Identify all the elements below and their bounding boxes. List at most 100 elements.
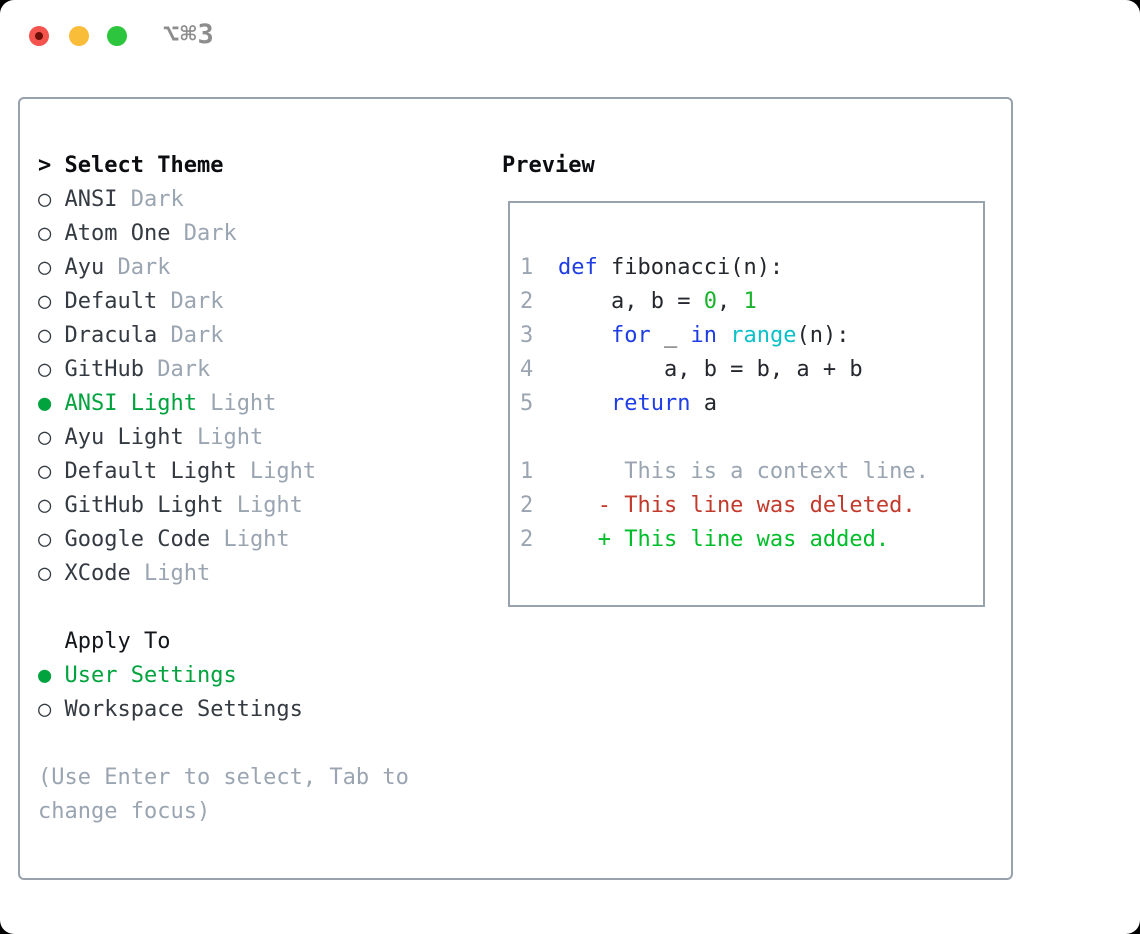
apply-option-label: Workspace Settings — [64, 697, 303, 722]
line-content: + This line was added. — [558, 527, 890, 552]
line-number: 3 — [520, 323, 534, 348]
line-number: 2 — [520, 493, 534, 518]
diff-line: 2 - This line was deleted. — [520, 489, 983, 523]
theme-option[interactable]: ● ANSI Light Light — [38, 387, 488, 421]
radio-icon: ○ — [38, 697, 65, 722]
theme-selector-panel: > Select Theme ○ ANSI Dark○ Atom One Dar… — [18, 97, 1013, 880]
code-line: 3 for _ in range(n): — [520, 319, 983, 353]
line-content: def fibonacci(n): — [558, 255, 784, 280]
radio-icon: ○ — [38, 187, 65, 212]
line-number: 1 — [520, 459, 534, 484]
code-line: 1 def fibonacci(n): — [520, 251, 983, 285]
radio-icon: ○ — [38, 527, 65, 552]
line-content: a, b = 0, 1 — [558, 289, 757, 314]
code-line: 5 return a — [520, 387, 983, 421]
theme-name: ANSI Light — [64, 391, 197, 416]
theme-variant: Dark — [157, 323, 224, 348]
apply-option-label: User Settings — [64, 663, 237, 688]
theme-variant: Light — [183, 425, 264, 450]
preview-header: Preview — [502, 153, 595, 178]
theme-name: Ayu — [64, 255, 105, 280]
line-number: 2 — [520, 527, 534, 552]
select-theme-header: > Select Theme — [38, 149, 488, 183]
line-content: - This line was deleted. — [558, 493, 916, 518]
theme-option[interactable]: ○ Google Code Light — [38, 523, 488, 557]
spacer — [520, 421, 983, 455]
theme-name: Google Code — [64, 527, 211, 552]
theme-option[interactable]: ○ Dracula Dark — [38, 319, 488, 353]
maximize-button[interactable] — [107, 26, 127, 46]
diff-line: 1 This is a context line. — [520, 455, 983, 489]
theme-option[interactable]: ○ Ayu Light Light — [38, 421, 488, 455]
theme-variant: Light — [223, 493, 303, 518]
theme-variant: Light — [210, 527, 290, 552]
theme-name: Atom One — [64, 221, 171, 246]
spacer — [38, 591, 488, 625]
theme-variant: Dark — [117, 187, 184, 212]
line-number: 2 — [520, 289, 534, 314]
radio-icon: ○ — [38, 459, 65, 484]
theme-name: Dracula — [64, 323, 158, 348]
theme-variant: Dark — [170, 221, 237, 246]
radio-selected-icon: ● — [38, 391, 65, 416]
cursor-icon: > — [38, 153, 65, 178]
close-button[interactable] — [29, 26, 49, 46]
diff-line: 2 + This line was added. — [520, 523, 983, 557]
spacer — [38, 727, 488, 761]
window-titlebar: ⌥⌘3 — [0, 0, 1140, 72]
radio-icon: ○ — [38, 255, 65, 280]
line-number: 4 — [520, 357, 534, 382]
theme-variant: Light — [236, 459, 317, 484]
radio-icon: ○ — [38, 323, 65, 348]
radio-icon: ○ — [38, 561, 65, 586]
theme-option[interactable]: ○ Ayu Dark — [38, 251, 488, 285]
theme-variant: Light — [196, 391, 277, 416]
theme-option[interactable]: ○ GitHub Dark — [38, 353, 488, 387]
theme-variant: Dark — [143, 357, 211, 382]
theme-variant: Dark — [157, 289, 224, 314]
line-number: 5 — [520, 391, 534, 416]
radio-selected-icon: ● — [38, 663, 65, 688]
radio-icon: ○ — [38, 221, 65, 246]
theme-variant: Dark — [104, 255, 171, 280]
theme-name: GitHub Light — [64, 493, 224, 518]
theme-list: ○ ANSI Dark○ Atom One Dark○ Ayu Dark○ De… — [38, 183, 488, 591]
radio-icon: ○ — [38, 357, 65, 382]
theme-option[interactable]: ○ Default Light Light — [38, 455, 488, 489]
apply-to-header: Apply To — [38, 629, 171, 654]
radio-icon: ○ — [38, 493, 65, 518]
help-text: (Use Enter to select, Tab to change focus… — [38, 761, 488, 829]
theme-option[interactable]: ○ XCode Light — [38, 557, 488, 591]
theme-name: XCode — [64, 561, 131, 586]
code-line: 4 a, b = b, a + b — [520, 353, 983, 387]
help-line: change focus) — [38, 799, 211, 824]
theme-name: ANSI — [64, 187, 118, 212]
line-content: a, b = b, a + b — [558, 357, 863, 382]
help-line: (Use Enter to select, Tab to — [38, 765, 409, 790]
line-content: This is a context line. — [558, 459, 929, 484]
minimize-button[interactable] — [69, 26, 89, 46]
line-content: return a — [610, 391, 717, 416]
theme-name: Default — [64, 289, 158, 314]
theme-option[interactable]: ○ ANSI Dark — [38, 183, 488, 217]
line-content: for _ in range(n): — [610, 323, 850, 348]
diff-sample: 1 This is a context line.2 - This line w… — [520, 455, 983, 557]
apply-option[interactable]: ○ Workspace Settings — [38, 693, 488, 727]
theme-option[interactable]: ○ Default Dark — [38, 285, 488, 319]
code-line: 2 a, b = 0, 1 — [520, 285, 983, 319]
theme-variant: Light — [130, 561, 211, 586]
theme-option[interactable]: ○ Atom One Dark — [38, 217, 488, 251]
record-dot-icon — [35, 32, 43, 40]
line-number: 1 — [520, 255, 534, 280]
radio-icon: ○ — [38, 425, 65, 450]
theme-option[interactable]: ○ GitHub Light Light — [38, 489, 488, 523]
window-title: ⌥⌘3 — [163, 19, 215, 50]
theme-list-pane: > Select Theme ○ ANSI Dark○ Atom One Dar… — [38, 149, 488, 829]
select-theme-title: Select Theme — [64, 153, 224, 178]
radio-icon: ○ — [38, 289, 65, 314]
apply-to-list: ● User Settings○ Workspace Settings — [38, 659, 488, 727]
apply-option[interactable]: ● User Settings — [38, 659, 488, 693]
